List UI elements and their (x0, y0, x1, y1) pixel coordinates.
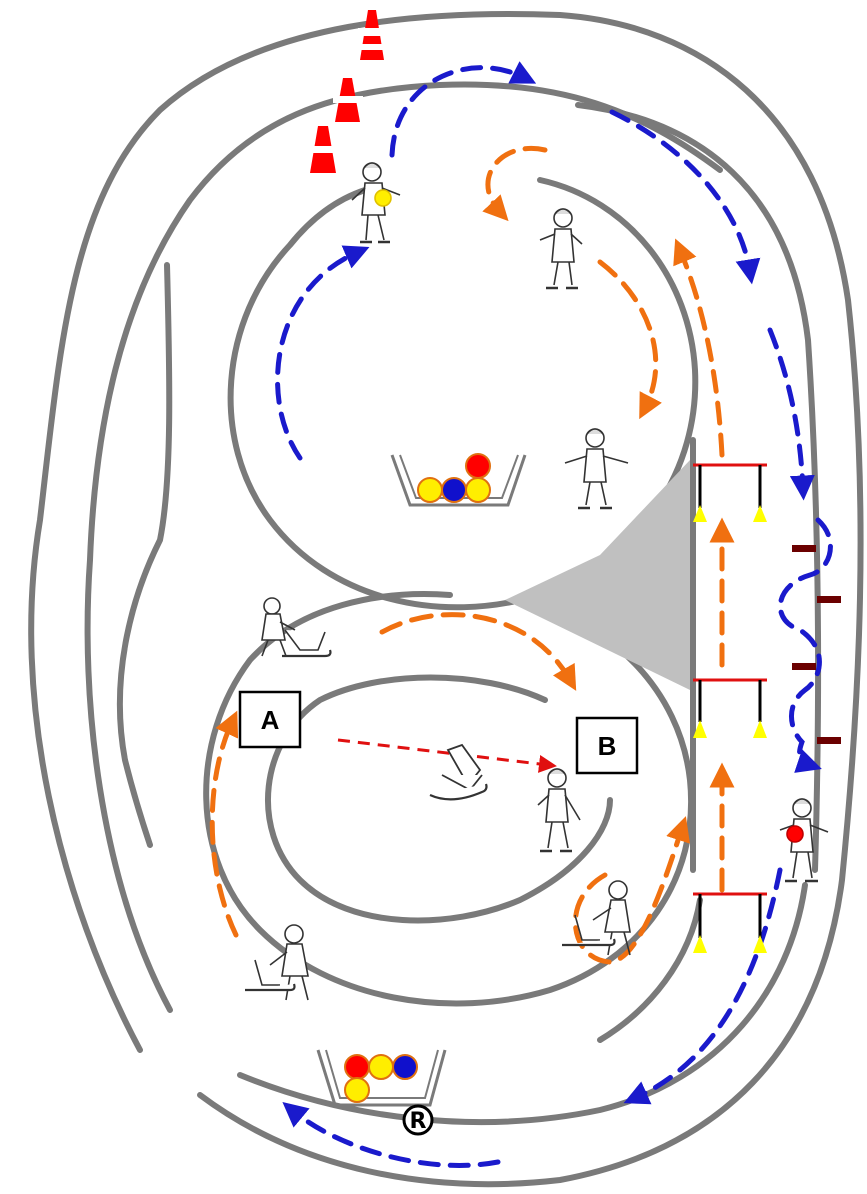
ball-red (465, 453, 491, 479)
ball-basket-icon-top (390, 453, 527, 507)
skater-icon-bottom-stick (537, 768, 581, 853)
ball-yellow (417, 477, 443, 503)
empty-sled-icon (429, 743, 488, 801)
orange-path-left-up (209, 710, 239, 938)
traffic-cone-icon-3 (308, 126, 338, 173)
orange-path-top-right (597, 259, 662, 420)
bottom-right-curve (597, 897, 703, 1043)
hurdle-gate-icon-top (693, 463, 767, 522)
station-a-label: A (261, 705, 280, 735)
ball-red (344, 1054, 370, 1080)
blue-path (275, 61, 833, 1168)
outer-boundary (28, 10, 864, 1188)
slalom-markers (792, 545, 841, 744)
orange-path-bottom-circle (379, 612, 577, 691)
blue-path-top-arc (389, 61, 537, 158)
left-inner-lane (116, 262, 173, 848)
hurdle-gate-icon (693, 463, 767, 953)
red-path-a-to-b (337, 738, 557, 773)
registered-mark-text: R (410, 1109, 427, 1134)
top-circle (227, 177, 699, 611)
orange-path-top-hook (482, 146, 548, 222)
ball-yellow (368, 1054, 394, 1080)
ball-yellow (465, 477, 491, 503)
blue-path-left-loop (275, 245, 370, 461)
orange-path-bottom-hook (572, 816, 690, 965)
bottom-circle (203, 591, 695, 1007)
right-lower-lane (237, 882, 808, 1125)
slalom-marker-3 (792, 663, 816, 670)
station-b: B (575, 716, 639, 775)
hurdle-gate-icon-middle (693, 678, 767, 738)
push-sled-icon-bottom-right (562, 880, 631, 956)
skater-icon-red-ball (779, 798, 829, 883)
traffic-cone-icon (308, 10, 386, 173)
station-b-label: B (598, 731, 617, 761)
ball-blue (392, 1054, 418, 1080)
ball-yellow (344, 1077, 370, 1103)
slalom-marker-4 (817, 737, 841, 744)
skater-icon-top-yellow-ball (351, 162, 401, 244)
second-lane-line (84, 81, 723, 1013)
push-sled-icon-bottom-left (245, 924, 309, 1001)
shaded-zone (505, 460, 690, 690)
blue-path-right-descent (609, 109, 761, 285)
orange-path (209, 146, 735, 965)
skater-icon-top-right (539, 208, 583, 290)
traffic-cone-icon-2 (333, 78, 363, 122)
bottom-inner-circle (264, 674, 613, 924)
blue-path-zigzag (777, 517, 833, 773)
slalom-marker-1 (792, 545, 816, 552)
rink-lines (28, 10, 864, 1188)
blue-path-bottom-right (623, 867, 783, 1105)
orange-path-vertical-up (673, 238, 725, 458)
blue-path-right-long (767, 327, 815, 501)
blue-path-bottom (282, 1102, 501, 1168)
ball-blue (441, 477, 467, 503)
traffic-cone-icon-1 (358, 10, 386, 60)
slalom-marker-2 (817, 596, 841, 603)
hurdle-gate-icon-bottom (693, 892, 767, 953)
right-lane-line (575, 102, 822, 873)
push-sled-icon-top-left (261, 597, 332, 658)
registered-mark-icon: R (402, 1104, 434, 1136)
ball-basket-icon-bottom (316, 1049, 447, 1107)
skater-icon-arms-out (564, 428, 629, 510)
station-a: A (238, 690, 302, 749)
